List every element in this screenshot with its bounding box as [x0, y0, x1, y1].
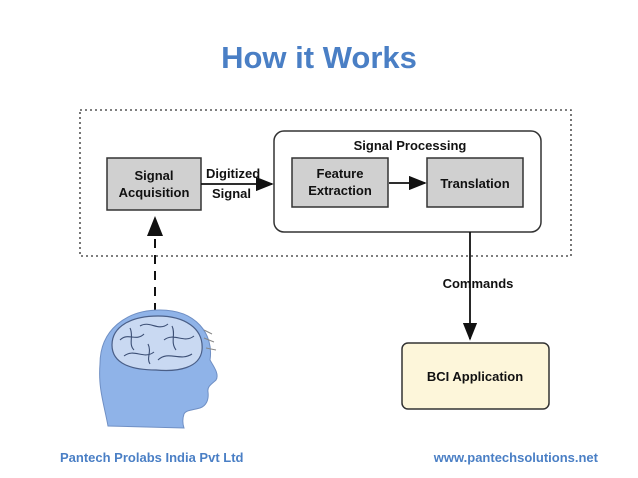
signal-processing-label: Signal Processing [354, 138, 467, 153]
footer-company: Pantech Prolabs India Pvt Ltd [60, 450, 244, 465]
translation-box: Translation [426, 157, 524, 208]
signal-acquisition-label-1: Signal [134, 168, 173, 183]
feature-extraction-label-2: Extraction [308, 183, 372, 198]
footer-website: www.pantechsolutions.net [433, 450, 598, 465]
system-boundary [79, 109, 572, 257]
digitized-signal-label-2: Signal [212, 186, 251, 201]
signal-acquisition-label-2: Acquisition [119, 185, 190, 200]
translation-label: Translation [440, 176, 509, 191]
feature-extraction-label-1: Feature [317, 166, 364, 181]
digitized-signal-label-1: Digitized [206, 166, 260, 181]
signal-acquisition-box: Signal Acquisition [106, 157, 202, 211]
bci-application-label: BCI Application [427, 369, 523, 384]
commands-label: Commands [443, 276, 514, 291]
bci-application-box: BCI Application [401, 342, 550, 410]
slide-title: How it Works [221, 40, 417, 75]
feature-extraction-box: Feature Extraction [291, 157, 389, 208]
head-brain-icon [99, 309, 218, 429]
